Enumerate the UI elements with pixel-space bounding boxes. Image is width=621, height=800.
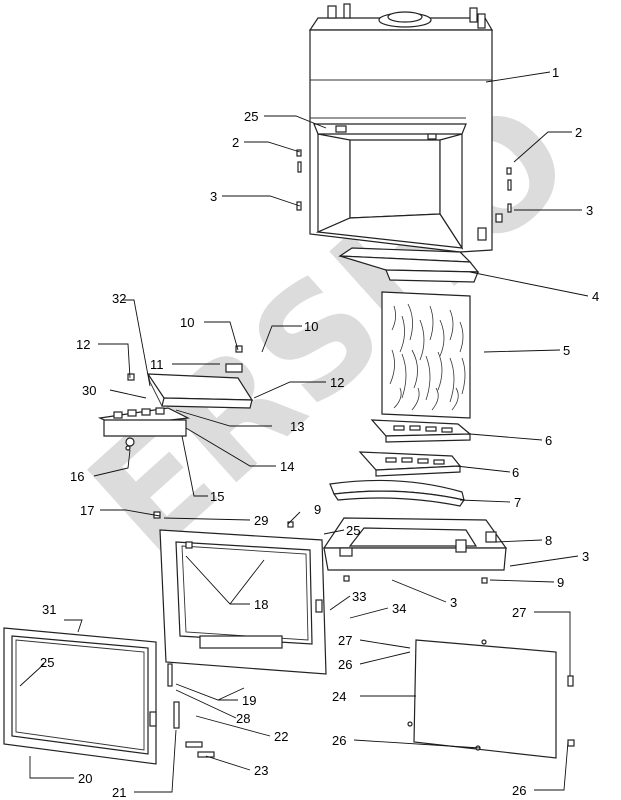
callout-18: 18: [254, 597, 268, 612]
callout-15: 15: [210, 489, 224, 504]
callout-32: 32: [112, 291, 126, 306]
callout-6-upper: 6: [545, 433, 552, 448]
callout-5: 5: [563, 343, 570, 358]
callout-12-left: 12: [76, 337, 90, 352]
callout-26-right: 26: [512, 783, 526, 798]
callout-4: 4: [592, 289, 599, 304]
callout-9-right: 9: [557, 575, 564, 590]
callout-25-top: 25: [244, 109, 258, 124]
callout-6-lower: 6: [512, 465, 519, 480]
callout-33: 33: [352, 589, 366, 604]
callout-10-right: 10: [304, 319, 318, 334]
part-24-glass-panel: [407, 639, 557, 759]
part-17-door-frame: [159, 529, 327, 675]
callout-9-top: 9: [314, 502, 321, 517]
callout-27-right: 27: [512, 605, 526, 620]
callout-2-left: 2: [232, 135, 239, 150]
callout-26-left: 26: [338, 657, 352, 672]
callout-13: 13: [290, 419, 304, 434]
part-30-handle-bar: [97, 407, 191, 451]
leader-lines: [19, 71, 589, 793]
callout-29: 29: [254, 513, 268, 528]
callout-25-mid: 25: [346, 523, 360, 538]
callout-3-right: 3: [586, 203, 593, 218]
callout-7: 7: [514, 495, 521, 510]
callout-19: 19: [242, 693, 256, 708]
callout-1: 1: [552, 65, 559, 80]
callout-2-right: 2: [575, 125, 582, 140]
callout-20: 20: [78, 771, 92, 786]
callout-23: 23: [254, 763, 268, 778]
callout-27-left: 27: [338, 633, 352, 648]
callout-25-door: 25: [40, 655, 54, 670]
callout-34: 34: [392, 601, 406, 616]
callout-labels: 1 2 2 3 3 3 3 4 5 6 6 7 8 9 9 10 10 11 1…: [40, 65, 599, 800]
callout-3-tray: 3: [582, 549, 589, 564]
callout-22: 22: [274, 729, 288, 744]
callout-10-left: 10: [180, 315, 194, 330]
callout-3-lower: 3: [450, 595, 457, 610]
part-32-ash-drawer: [146, 363, 254, 409]
callout-12-right: 12: [330, 375, 344, 390]
callout-8: 8: [545, 533, 552, 548]
part-1-firebox-housing: [308, 3, 503, 253]
callout-17: 17: [80, 503, 94, 518]
callout-11: 11: [150, 357, 164, 372]
callout-26-bottom: 26: [332, 733, 346, 748]
part-7-fire-bar: [329, 479, 465, 507]
callout-21: 21: [112, 785, 126, 800]
small-hardware: [127, 345, 575, 758]
callout-3-left: 3: [210, 189, 217, 204]
part-6-grate-lower: [358, 451, 462, 477]
callout-16: 16: [70, 469, 84, 484]
callout-24: 24: [332, 689, 346, 704]
callout-14: 14: [280, 459, 294, 474]
callout-28: 28: [236, 711, 250, 726]
part-5-flame-panel: [381, 291, 471, 419]
part-31-outer-door: [3, 627, 157, 765]
part-6-grate-upper: [370, 419, 472, 443]
callout-30: 30: [82, 383, 96, 398]
part-4-baffle-plate: [338, 247, 480, 283]
callout-31: 31: [42, 602, 56, 617]
part-8-ash-tray: [322, 517, 508, 571]
